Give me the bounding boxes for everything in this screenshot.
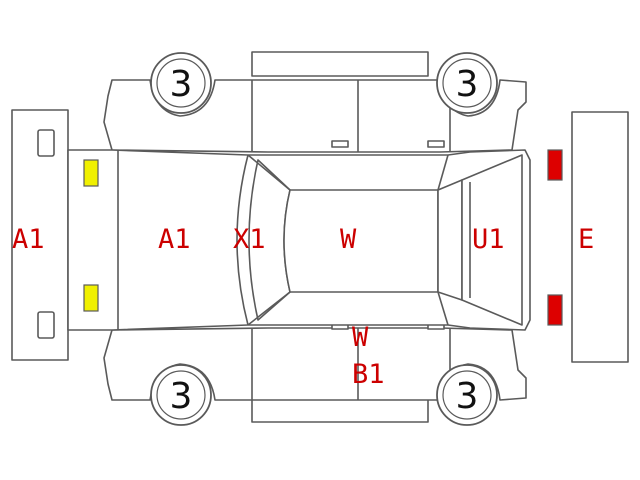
tire-front-left: 3 <box>150 52 212 114</box>
damage-code-front-bumper: A1 <box>12 224 45 255</box>
damage-code-lower-side-1: W <box>352 322 369 353</box>
rear-lamp-bottom <box>547 294 563 326</box>
tire-condition-value: 3 <box>456 376 479 417</box>
rear-bumper <box>571 111 629 363</box>
tire-rear-left: 3 <box>150 364 212 426</box>
damage-code-rear-bumper: E <box>578 224 594 255</box>
damage-code-windshield: X1 <box>233 224 266 255</box>
front-lamp-top <box>83 159 99 187</box>
damage-code-roof: W <box>340 224 357 255</box>
tire-rear-right: 3 <box>436 364 498 426</box>
tire-front-right: 3 <box>436 52 498 114</box>
tire-condition-value: 3 <box>456 64 479 105</box>
tire-condition-value: 3 <box>170 376 193 417</box>
top-side-panel <box>251 51 429 77</box>
damage-code-rear-window: U1 <box>472 224 505 255</box>
front-lamp-bottom <box>83 284 99 312</box>
tire-condition-value: 3 <box>170 64 193 105</box>
car-body-top-view <box>67 149 531 331</box>
front-bumper <box>11 109 69 361</box>
bottom-side-panel <box>251 397 429 423</box>
damage-code-lower-side-2: B1 <box>352 359 385 390</box>
rear-lamp-top <box>547 149 563 181</box>
damage-code-hood: A1 <box>158 224 191 255</box>
